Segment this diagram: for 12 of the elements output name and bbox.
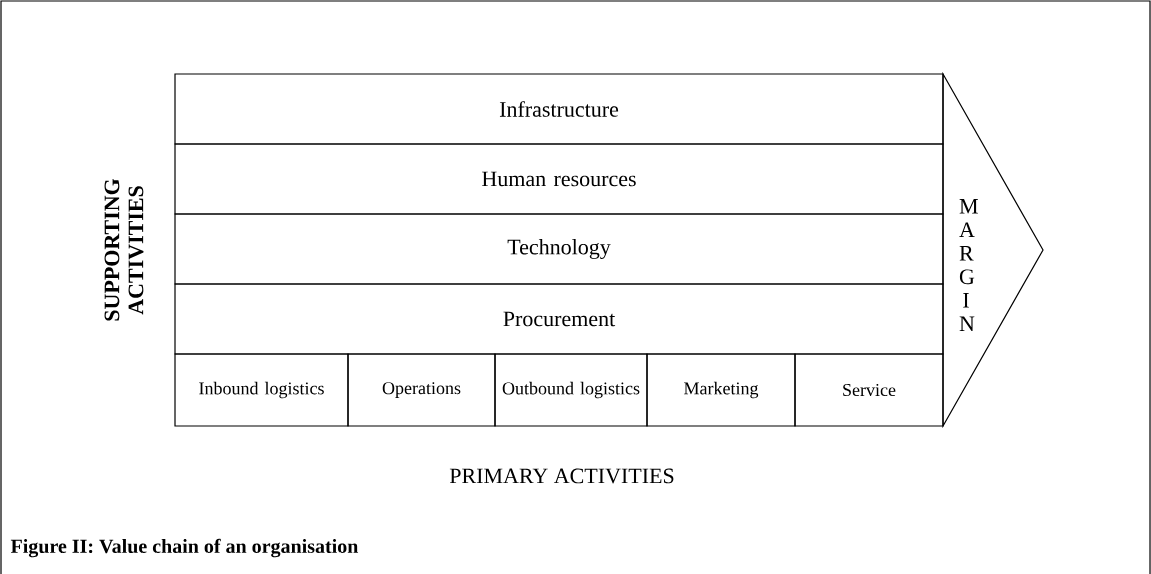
axis-title: SUPPORTING ACTIVITIES xyxy=(104,178,144,321)
primary-activity-cell: Service xyxy=(794,353,944,427)
support-activity-band: Infrastructure xyxy=(174,73,944,145)
support-activity-band: Human resources xyxy=(174,143,944,215)
primary-activity-cell: Inbound logistics xyxy=(174,353,349,427)
support-activity-band: Procurement xyxy=(174,283,944,355)
primary-activity-cell: Marketing xyxy=(646,353,796,427)
figure-caption: Figure II: Value chain of an organisation xyxy=(10,538,359,558)
primary-activity-cell: Outbound logistics xyxy=(494,353,648,427)
primary-activity-cell: Operations xyxy=(347,353,496,427)
support-activity-band: Technology xyxy=(174,213,944,285)
axis-title: PRIMARY ACTIVITIES xyxy=(449,468,674,484)
